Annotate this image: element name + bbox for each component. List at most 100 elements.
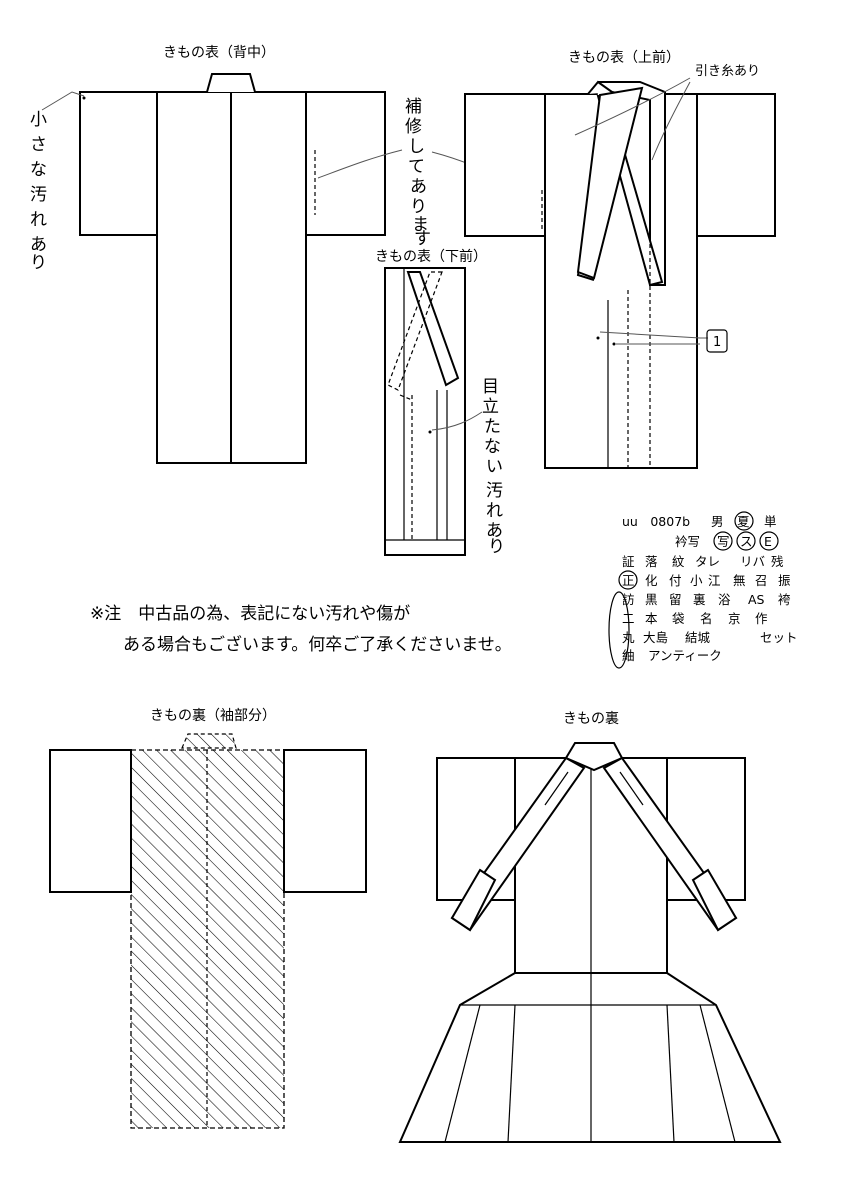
stain-mark bbox=[82, 96, 86, 100]
back-right-sleeve bbox=[305, 91, 386, 236]
lining-hatched-collar bbox=[181, 733, 237, 749]
circle-mark bbox=[759, 531, 779, 551]
note-repaired: 補 修 し て あ り ま す bbox=[317, 97, 539, 249]
code-cell: 紋 bbox=[672, 554, 685, 569]
stain-mark bbox=[428, 430, 432, 434]
code-s: ス bbox=[740, 534, 753, 549]
note-small-stain-char: れ bbox=[30, 210, 47, 230]
circle-mark bbox=[618, 570, 638, 590]
code-cell: 残 bbox=[771, 554, 784, 569]
count-box bbox=[706, 329, 728, 353]
note-repaired-char: 補 bbox=[405, 97, 422, 117]
code-cell: セット bbox=[760, 630, 798, 645]
lining-line bbox=[444, 1004, 481, 1143]
code-cell: 浴 bbox=[718, 592, 731, 607]
label-front-lower: きもの表（下前） bbox=[375, 248, 487, 265]
code-id: uu 0807b bbox=[622, 514, 690, 529]
kimono-front-upper-diagram: きもの表（上前） 1 引き糸あり bbox=[464, 49, 776, 469]
front-upper-lapel bbox=[576, 86, 644, 280]
note-repaired-char: す bbox=[414, 229, 431, 249]
code-type: 単 bbox=[764, 514, 777, 529]
code-cell: 大島 bbox=[643, 630, 668, 645]
stain-mark bbox=[612, 342, 616, 346]
front-lower-collar bbox=[406, 271, 460, 387]
code-cell: タレ bbox=[695, 554, 720, 569]
code-cell: 正 bbox=[622, 573, 635, 588]
code-cell: 本 bbox=[645, 611, 658, 626]
lining-line bbox=[699, 1004, 736, 1143]
lining-line bbox=[619, 771, 644, 806]
front-lower-hidden-collar bbox=[387, 271, 443, 391]
label-back: きもの表（背中） bbox=[163, 45, 275, 61]
kimono-lining-sleeve-diagram: きもの裏（袖部分） bbox=[49, 707, 367, 1129]
code-cell: 証 bbox=[622, 554, 635, 569]
code-cell: 作 bbox=[755, 611, 768, 626]
kimono-back-diagram: きもの表（背中） bbox=[79, 45, 386, 464]
code-cell: 黒 bbox=[645, 592, 658, 607]
code-cell: 振 bbox=[778, 573, 791, 588]
notice: ※注 中古品の為、表記にない汚れや傷が ある場合もございます。何卒ご了承ください… bbox=[90, 604, 512, 655]
note-leader-line bbox=[599, 331, 708, 339]
code-cell: アンティーク bbox=[648, 648, 722, 663]
lining-collar-top bbox=[564, 742, 624, 772]
note-repaired-char: あ bbox=[410, 177, 427, 197]
code-cell: 無 bbox=[733, 573, 746, 588]
notice-line-1: ※注 中古品の為、表記にない汚れや傷が bbox=[90, 604, 410, 624]
kimono-lining-diagram: きもの裏 bbox=[398, 710, 782, 1143]
note-leader-line bbox=[431, 411, 483, 431]
count-box-text: 1 bbox=[713, 335, 721, 350]
circle-mark bbox=[736, 531, 756, 551]
note-leader-line bbox=[574, 77, 691, 136]
code-cell: 袋 bbox=[672, 611, 685, 626]
front-lower-body bbox=[384, 267, 466, 556]
circle-mark bbox=[608, 591, 630, 669]
note-leader-line bbox=[41, 91, 85, 111]
code-cell: 紬 bbox=[622, 648, 635, 663]
front-upper-collar-join bbox=[587, 80, 613, 95]
front-upper-left-sleeve bbox=[464, 93, 546, 237]
kimono-front-lower-diagram: きもの表（下前） bbox=[375, 248, 487, 556]
lining-sleeve-left bbox=[49, 749, 132, 893]
code-e: E bbox=[764, 534, 772, 549]
label-lining: きもの裏 bbox=[563, 710, 619, 727]
lining-line bbox=[507, 1004, 516, 1143]
note-repaired-char: し bbox=[408, 137, 425, 157]
code-table: uu 0807b 男 夏 単 衿写 写 ス E 証 落 紋 タレ リバ 残 正 … bbox=[608, 511, 798, 669]
code-cell: 名 bbox=[700, 611, 713, 626]
front-lower-hidden-line bbox=[399, 394, 413, 401]
note-pulled-thread: 引き糸あり bbox=[695, 64, 760, 79]
note-leader-line bbox=[317, 149, 403, 179]
lining-right-collar-end bbox=[691, 868, 738, 932]
code-cell: 裏 bbox=[693, 592, 706, 607]
front-upper-right-sleeve bbox=[696, 93, 776, 237]
code-cell: 京 bbox=[728, 611, 741, 626]
code-cell: 結城 bbox=[685, 630, 711, 645]
code-cell: 留 bbox=[669, 592, 682, 607]
lining-sleeve-right bbox=[283, 749, 367, 893]
code-cell: 付 bbox=[669, 573, 682, 588]
label-front-upper: きもの表（上前） bbox=[568, 49, 680, 66]
code-cell: 訪 bbox=[622, 592, 635, 607]
note-faint-stain-char: 目 bbox=[482, 377, 499, 397]
note-small-stain-char: り bbox=[30, 253, 47, 273]
note-faint-stain: 目 立 た な い 汚 れ あ り bbox=[482, 377, 505, 557]
note-faint-stain-char: れ bbox=[486, 501, 503, 521]
stain-mark bbox=[596, 336, 600, 340]
note-small-stain-char: 汚 bbox=[30, 185, 47, 205]
note-repaired-char: て bbox=[408, 157, 425, 177]
note-faint-stain-char: 汚 bbox=[486, 481, 503, 501]
back-left-sleeve bbox=[79, 91, 158, 236]
code-cell: 小 bbox=[690, 573, 703, 588]
code-cell: AS bbox=[748, 592, 765, 607]
lining-skirt bbox=[398, 972, 782, 1143]
note-faint-stain-char: な bbox=[484, 437, 501, 457]
code-cell: 召 bbox=[755, 573, 768, 588]
back-collar bbox=[206, 73, 256, 93]
note-faint-stain-char: あ bbox=[486, 521, 503, 541]
note-repaired-char: 修 bbox=[405, 117, 422, 137]
lining-line bbox=[544, 771, 569, 806]
note-repaired-char: ま bbox=[412, 215, 429, 235]
code-cell: 落 bbox=[645, 554, 658, 569]
lining-line bbox=[666, 1004, 675, 1143]
